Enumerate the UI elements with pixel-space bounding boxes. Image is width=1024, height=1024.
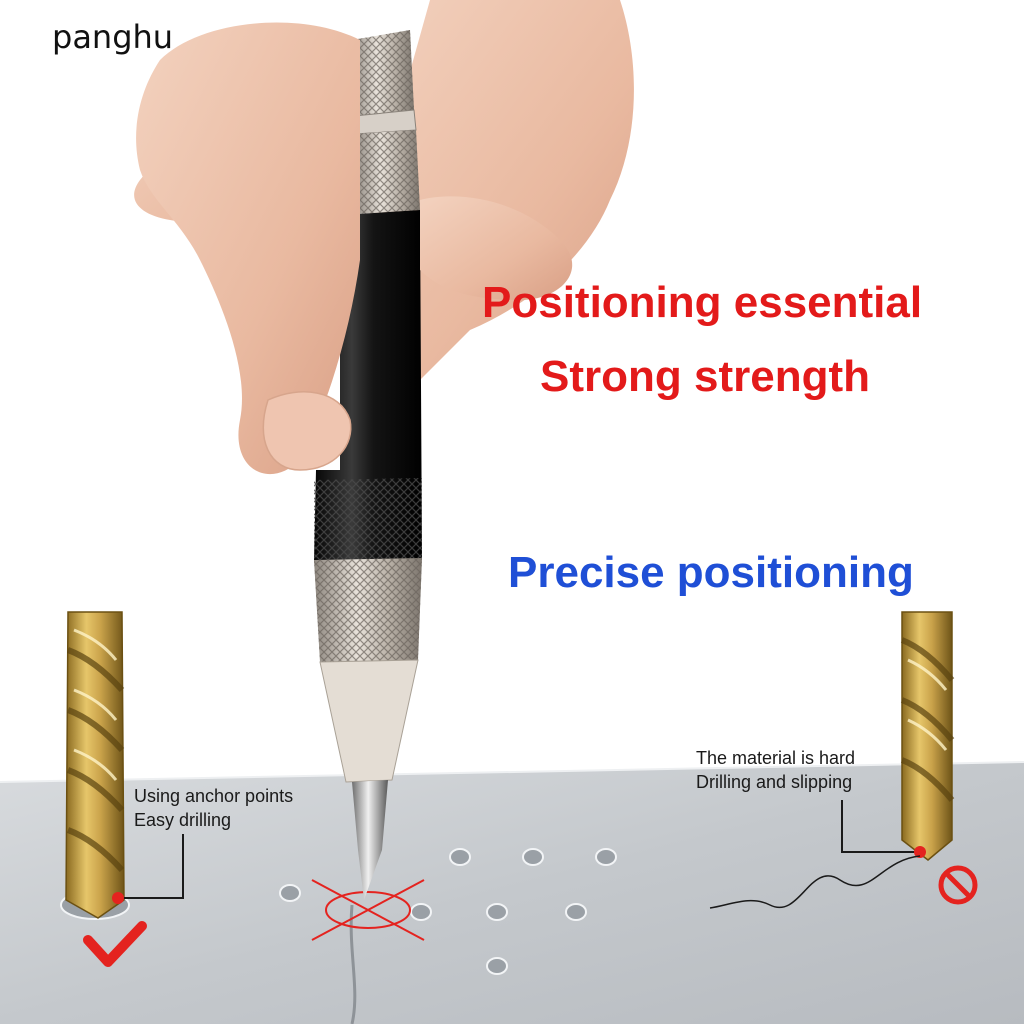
red-checkmark-icon bbox=[83, 921, 147, 967]
left-callout-line1: Using anchor points bbox=[134, 786, 294, 806]
red-prohibited-icon bbox=[938, 865, 978, 905]
right-drill-bit bbox=[900, 611, 955, 861]
headline-strong-strength: Strong strength bbox=[540, 352, 870, 401]
metal-plate bbox=[0, 761, 1024, 1024]
target-crosshair bbox=[311, 879, 425, 941]
left-drill-bit bbox=[60, 611, 130, 920]
left-callout-line2: Easy drilling bbox=[134, 810, 232, 830]
right-callout-leader bbox=[709, 800, 926, 909]
watermark-text: panghu bbox=[52, 18, 174, 56]
left-callout: Using anchor points Easy drilling bbox=[134, 784, 293, 832]
right-callout-line1: The material is hard bbox=[696, 748, 856, 768]
left-callout-leader bbox=[112, 834, 184, 904]
headline-positioning-essential: Positioning essential bbox=[482, 278, 923, 327]
punched-holes bbox=[279, 848, 617, 975]
fingers bbox=[136, 22, 573, 475]
right-callout: The material is hard Drilling and slippi… bbox=[696, 746, 855, 794]
right-callout-line2: Drilling and slipping bbox=[696, 772, 853, 792]
headline-precise-positioning: Precise positioning bbox=[508, 548, 914, 597]
